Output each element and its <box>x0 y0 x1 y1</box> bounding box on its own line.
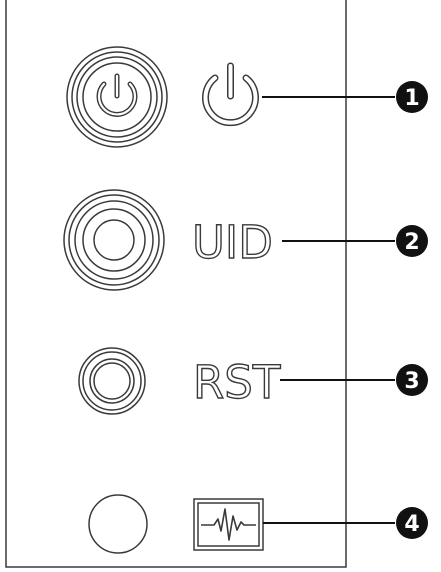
uid-button[interactable] <box>63 189 165 291</box>
callout-3: 3 <box>396 364 428 396</box>
callout-4: 4 <box>396 507 428 539</box>
callout-1-number: 1 <box>404 86 419 111</box>
callout-2: 2 <box>396 225 428 257</box>
power-icon <box>202 62 259 127</box>
callout-3-number: 3 <box>404 369 419 394</box>
uid-label: UID <box>192 216 273 269</box>
panel-outline <box>5 0 347 568</box>
reset-button[interactable] <box>78 347 146 415</box>
callout-4-number: 4 <box>404 512 419 537</box>
power-button-symbol-icon <box>96 73 138 117</box>
health-led <box>88 494 148 554</box>
callout-1: 1 <box>396 81 428 113</box>
rst-label: RST <box>193 356 281 409</box>
power-button[interactable] <box>66 46 168 148</box>
callout-2-number: 2 <box>404 230 419 255</box>
health-waveform-icon <box>193 498 264 551</box>
